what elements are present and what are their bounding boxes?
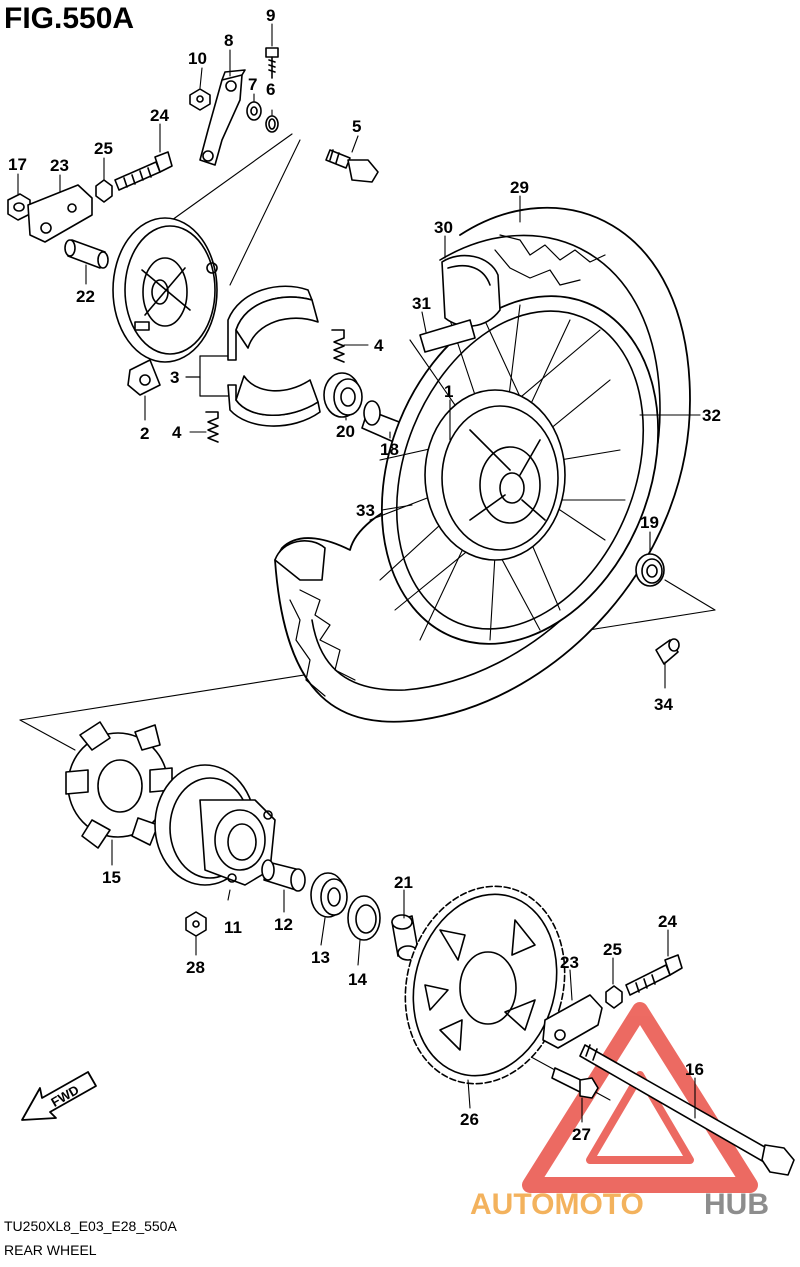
part-1-hub [424,389,566,561]
label-part-8: 8 [224,31,233,50]
part-6-o-ring [265,115,279,133]
label-part-23a: 23 [50,156,69,175]
label-part-28: 28 [186,958,205,977]
footer-name: REAR WHEEL [4,1242,97,1258]
part-25-nut-left [95,179,113,203]
watermark-triangle-inner-icon [586,1071,694,1164]
part-17-axle-nut [7,193,31,221]
part-34-valve-cap [655,638,680,665]
part-3-brake-shoes [227,285,321,427]
label-part-30: 30 [434,218,453,237]
label-part-21: 21 [394,873,413,892]
label-part-10: 10 [188,49,207,68]
label-part-9: 9 [266,6,275,25]
label-part-11: 11 [224,918,242,937]
part-9-bolt [265,47,279,79]
part-3-leader [185,355,229,397]
part-7-washer [246,101,262,121]
label-part-22: 22 [76,287,95,306]
label-part-13: 13 [311,948,330,967]
part-number-labels: 9 8 10 7 6 5 24 25 23 17 22 2 3 4 4 20 1… [8,6,721,1144]
part-25-nut-right [605,985,623,1009]
label-part-14: 14 [348,970,367,989]
label-part-19: 19 [640,513,659,532]
label-part-15: 15 [102,868,121,887]
watermark-auto-text: AUTOMOTO [470,1188,644,1221]
label-part-33: 33 [356,501,375,520]
part-19-bearing [635,553,665,587]
part-24-adjuster-bolt-right [625,954,683,996]
label-part-2: 2 [140,424,149,443]
part-11-sprocket-carrier [154,764,276,886]
watermark-hub-text: HUB [704,1188,769,1221]
watermark-text: AUTOMOTO HUB [470,1188,769,1221]
label-part-20: 20 [336,422,355,441]
part-2-brake-panel [112,217,218,396]
part-15-cush-rubber [65,721,173,849]
part-8-brake-arm [199,69,246,166]
fwd-arrow-icon: FWD [21,1071,97,1121]
label-part-4a: 4 [374,336,384,355]
label-part-17: 17 [8,155,27,174]
part-20-bearing [323,372,363,418]
label-part-1: 1 [444,382,453,401]
part-31-rim-band [419,319,476,353]
label-part-3: 3 [170,368,179,387]
label-part-34: 34 [654,695,673,714]
part-10-nut [189,88,211,111]
part-14-oil-seal [347,895,381,941]
footer-code: TU250XL8_E03_E28_550A [4,1218,177,1234]
label-part-6: 6 [266,80,275,99]
label-part-26: 26 [460,1110,479,1129]
part-23-chain-adjuster-left [27,184,93,243]
label-part-25a: 25 [94,139,113,158]
label-part-24a: 24 [150,106,169,125]
part-16-rear-axle [579,1044,795,1176]
label-part-24b: 24 [658,912,677,931]
label-part-4b: 4 [172,423,182,442]
part-4-spring-lower [205,411,219,443]
part-5-brake-cam [325,149,379,183]
label-part-25b: 25 [603,940,622,959]
part-27-bolt [551,1067,599,1099]
part-4-spring-upper [331,329,345,363]
part-22-spacer [64,239,109,269]
label-part-16: 16 [685,1060,704,1079]
label-part-27: 27 [572,1125,591,1144]
label-part-31: 31 [412,294,431,313]
part-28-nut [185,911,207,937]
part-30-tube [441,254,501,327]
label-part-12: 12 [274,915,293,934]
part-26-rear-sprocket [404,885,566,1085]
part-24-adjuster-bolt-left [114,151,173,191]
label-part-29: 29 [510,178,529,197]
label-part-7: 7 [248,75,257,94]
part-13-bearing [310,872,348,918]
label-part-5: 5 [352,117,361,136]
label-part-32: 32 [702,406,721,425]
part-12-spacer [261,859,306,892]
part-23-chain-adjuster-right [542,994,603,1049]
leader-lines [17,23,701,1123]
label-part-18: 18 [380,440,399,459]
figure-title: FIG.550A [4,2,135,35]
label-part-23b: 23 [560,953,579,972]
